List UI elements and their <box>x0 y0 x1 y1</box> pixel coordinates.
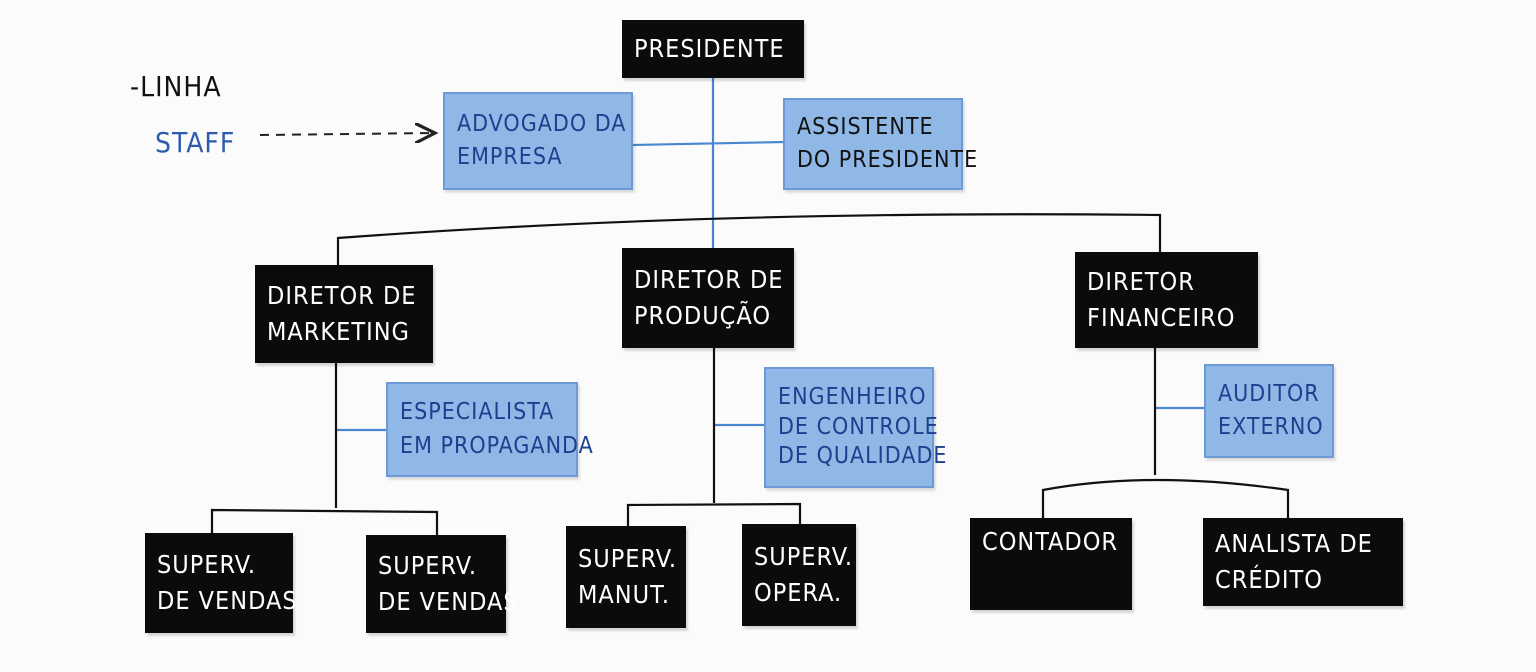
staff-connector-advogado-assistente <box>631 140 786 147</box>
line-connector-financeiro-subordinates <box>1041 478 1290 520</box>
node-label-line: DO PRESIDENTE <box>797 147 979 173</box>
node-auditor-externo: AUDITOR EXTERNO <box>1204 364 1334 458</box>
node-label-line: EXTERNO <box>1218 414 1324 440</box>
node-label-line: ENGENHEIRO <box>778 383 927 410</box>
node-label-line: DE VENDAS <box>157 586 298 615</box>
node-analista-de-credito: ANALISTA DE CRÉDITO <box>1203 518 1403 606</box>
line-connector-marketing-supervisors <box>210 508 439 535</box>
node-engenheiro-de-controle-de-qualidade: ENGENHEIRO DE CONTROLE DE QUALIDADE <box>764 367 948 488</box>
node-label-line: CONTADOR <box>982 527 1119 556</box>
node-label-line: CRÉDITO <box>1215 565 1323 594</box>
node-label-line: ESPECIALISTA <box>400 399 555 426</box>
node-label-line: SUPERV. <box>378 550 478 580</box>
node-label-line: EMPRESA <box>457 144 563 170</box>
node-label-line: FINANCEIRO <box>1087 303 1236 332</box>
node-label-line: DE VENDAS <box>378 587 519 616</box>
node-especialista-em-propaganda: ESPECIALISTA EM PROPAGANDA <box>386 382 594 477</box>
node-assistente-do-presidente: ASSISTENTE DO PRESIDENTE <box>783 98 979 190</box>
node-label-line: DIRETOR DE <box>634 264 784 294</box>
legend-line-label: -LINHA <box>130 70 222 103</box>
node-label-line: SUPERV. <box>578 543 678 573</box>
node-superv-de-vendas-2: SUPERV. DE VENDAS <box>366 535 519 633</box>
node-label-line: ADVOGADO DA <box>457 110 627 137</box>
node-label-line: EM PROPAGANDA <box>400 432 594 459</box>
node-superv-manut: SUPERV. MANUT. <box>566 526 686 628</box>
node-label-line: SUPERV. <box>754 541 854 571</box>
node-label-line: MANUT. <box>578 580 670 609</box>
node-label-line: ANALISTA DE <box>1215 528 1373 558</box>
node-superv-opera: SUPERV. OPERA. <box>742 524 856 626</box>
node-advogado-da-empresa: ADVOGADO DA EMPRESA <box>443 92 633 190</box>
legend-staff-arrow <box>259 133 435 135</box>
node-label-line: PRESIDENTE <box>634 33 785 63</box>
node-contador: CONTADOR <box>970 518 1132 610</box>
line-connector-producao-supervisors <box>626 502 802 526</box>
node-label-line: ASSISTENTE <box>797 113 934 140</box>
node-superv-de-vendas-1: SUPERV. DE VENDAS <box>145 533 298 633</box>
legend-staff-label: STAFF <box>155 126 236 159</box>
node-diretor-de-producao: DIRETOR DE PRODUÇÃO <box>622 248 794 348</box>
node-label-line: AUDITOR <box>1218 380 1320 407</box>
node-label-line: SUPERV. <box>157 549 257 579</box>
node-diretor-de-marketing: DIRETOR DE MARKETING <box>255 265 433 363</box>
node-label-line: MARKETING <box>267 317 410 346</box>
node-label-line: DIRETOR DE <box>267 280 417 310</box>
node-label-line: DE QUALIDADE <box>778 443 948 470</box>
node-diretor-financeiro: DIRETOR FINANCEIRO <box>1075 252 1258 348</box>
node-label-line: OPERA. <box>754 578 843 607</box>
node-label-line: DE CONTROLE <box>778 413 939 440</box>
node-presidente: PRESIDENTE <box>622 20 804 78</box>
node-label-line: DIRETOR <box>1087 266 1195 296</box>
line-connector-directors <box>336 213 1162 265</box>
node-label-line: PRODUÇÃO <box>634 301 772 330</box>
